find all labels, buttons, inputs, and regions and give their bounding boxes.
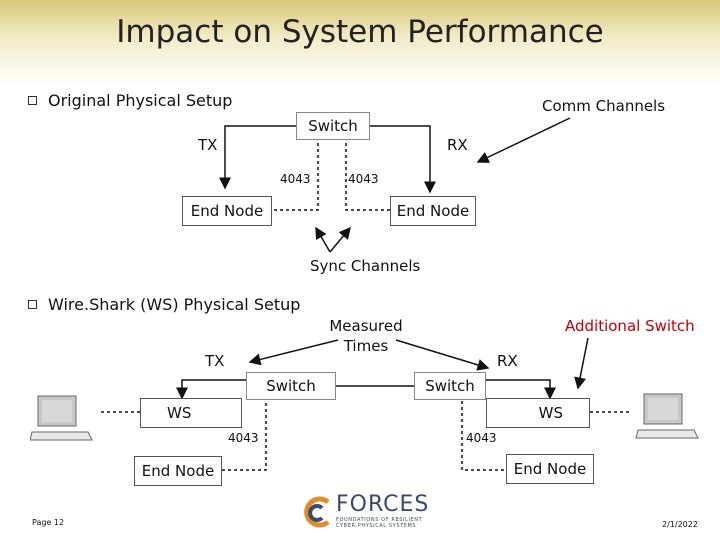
tx-link-ws (176, 379, 246, 400)
port-label-left-original: 4043 (280, 172, 311, 186)
port-label-right-ws: 4043 (466, 431, 497, 445)
comm-channels-label: Comm Channels (542, 97, 666, 115)
rx-link-original (370, 125, 436, 194)
title-bar (0, 0, 720, 86)
measured-times-label: Measured Times (322, 316, 410, 356)
switch-label-original: Switch (308, 117, 358, 135)
end-node-right-ws-label: End Node (513, 460, 587, 478)
sync-link-right-original (345, 140, 390, 211)
bullet-wireshark (28, 300, 37, 309)
laptop-icon-right (635, 393, 699, 439)
port-label-left-ws: 4043 (228, 431, 259, 445)
end-node-left-original-label: End Node (190, 202, 264, 220)
end-node-right-original-label: End Node (396, 202, 470, 220)
rx-link-ws (486, 379, 556, 400)
switch-box-original: Switch (296, 112, 370, 140)
tx-link-original (219, 125, 300, 190)
heading-original-setup: Original Physical Setup (48, 91, 233, 110)
rx-label-ws: RX (497, 352, 518, 370)
switch-box-ws-right: Switch (414, 372, 486, 400)
end-node-left-ws-label: End Node (141, 462, 215, 480)
page-number: Page 12 (32, 518, 65, 527)
forces-logo-mark-icon (304, 496, 330, 528)
forces-logo-text: FORCES (336, 492, 430, 517)
switch-label-ws-right: Switch (425, 377, 475, 395)
switch-box-ws-left: Switch (246, 372, 336, 400)
tx-label-original: TX (198, 136, 218, 154)
sync-link-left-original (274, 140, 319, 211)
measured-times-arrow-right (395, 339, 490, 371)
date-label: 2/1/2022 (662, 520, 698, 529)
additional-switch-arrow (574, 337, 589, 390)
end-node-right-original: End Node (390, 196, 476, 226)
end-node-left-original: End Node (182, 196, 272, 226)
laptop-icon-left (30, 395, 93, 441)
end-node-left-ws: End Node (134, 456, 222, 486)
forces-logo-tagline-1: FOUNDATIONS OF RESILIENT (336, 517, 423, 523)
ws-box-right: WS (486, 398, 590, 428)
slide-title: Impact on System Performance (116, 14, 604, 50)
ws-box-left: WS (140, 398, 242, 428)
heading-wireshark-setup: Wire.Shark (WS) Physical Setup (48, 295, 301, 314)
comm-channels-arrow (476, 117, 571, 163)
sync-channels-label: Sync Channels (310, 257, 421, 275)
sync-channels-arrow-right (329, 226, 351, 253)
forces-logo-tagline-2: CYBER-PHYSICAL SYSTEMS (336, 523, 417, 529)
port-label-right-original: 4043 (348, 172, 379, 186)
sync-link-left-ws (222, 400, 267, 471)
sync-link-right-ws (461, 400, 510, 471)
additional-switch-label: Additional Switch (565, 317, 695, 335)
rx-label-original: RX (447, 136, 468, 154)
end-node-right-ws: End Node (506, 454, 594, 484)
measured-times-text: Measured Times (329, 317, 403, 355)
switch-label-ws-left: Switch (266, 377, 316, 395)
forces-logo: FORCES FOUNDATIONS OF RESILIENT CYBER-PH… (300, 492, 430, 532)
measured-times-arrow-left (248, 339, 339, 366)
sync-channels-arrow-left (315, 226, 331, 253)
tx-label-ws: TX (205, 352, 225, 370)
ws-label-left: WS (167, 404, 192, 422)
ws-label-right: WS (538, 404, 563, 422)
bullet-original (28, 96, 37, 105)
